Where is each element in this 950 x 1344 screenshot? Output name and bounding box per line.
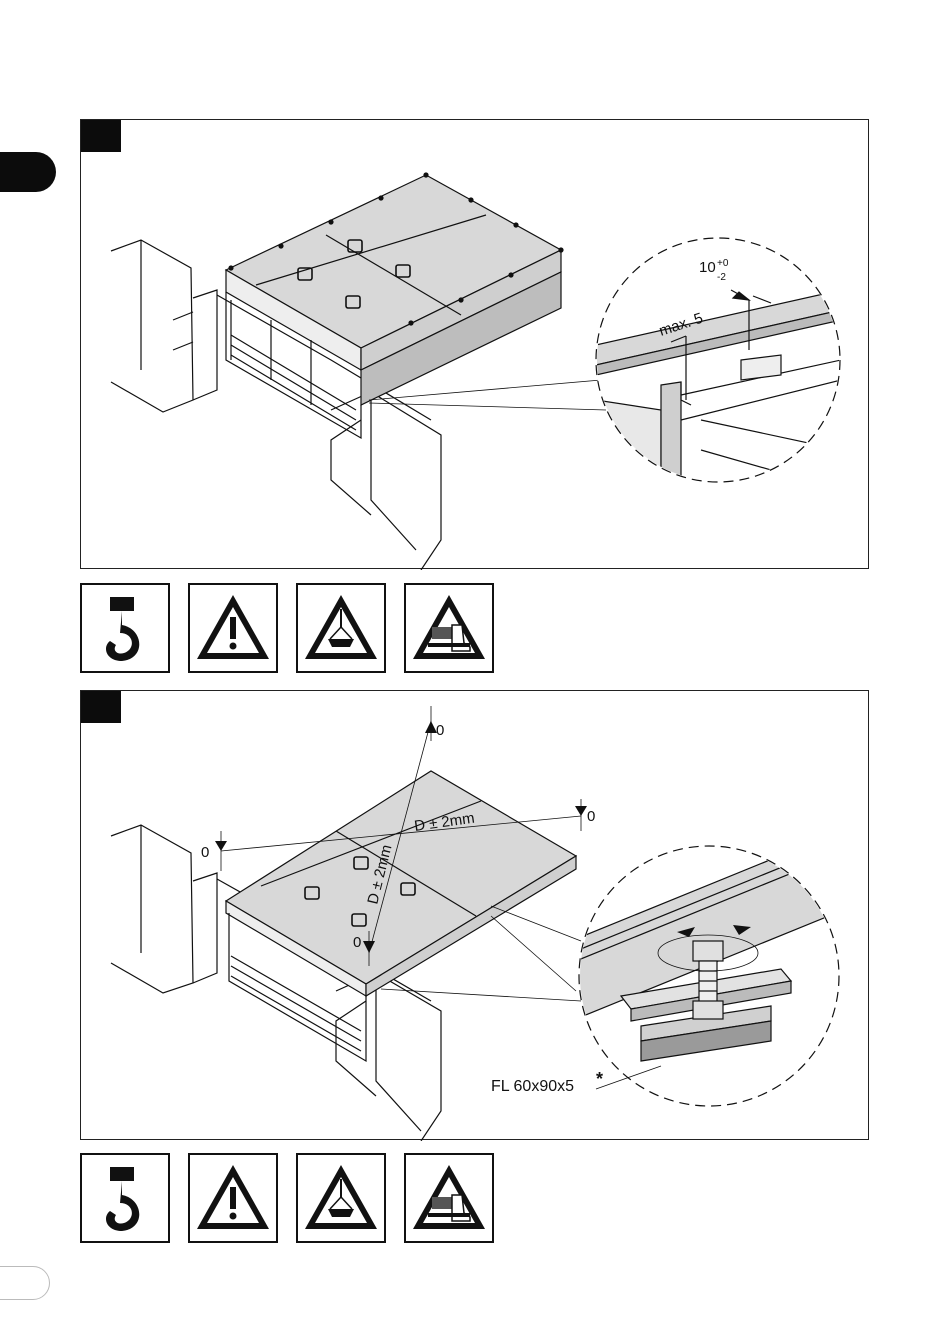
level-mark-front: 0 <box>353 934 361 951</box>
step-2-illustration: 0 0 0 0 D ± 2mm D ± 2mm <box>81 691 870 1141</box>
crane-hook-icon <box>80 1153 170 1243</box>
crush-hazard-warning-icon <box>404 583 494 673</box>
suspended-load-warning-icon <box>296 1153 386 1243</box>
level-mark-top: 0 <box>436 722 444 739</box>
step-1-panel: max. 5 10 +0 -2 <box>80 119 869 569</box>
general-warning-icon <box>188 583 278 673</box>
crane-hook-icon <box>80 583 170 673</box>
step-2-panel: 0 0 0 0 D ± 2mm D ± 2mm <box>80 690 869 1140</box>
safety-icons-row-1 <box>80 583 500 675</box>
crush-hazard-warning-icon <box>404 1153 494 1243</box>
plate-label: FL 60x90x5 <box>491 1078 574 1095</box>
language-tab <box>0 152 56 192</box>
tolerance-base: 10 <box>699 259 716 276</box>
level-mark-left: 0 <box>201 844 209 861</box>
level-mark-right: 0 <box>587 808 595 825</box>
suspended-load-warning-icon <box>296 583 386 673</box>
tolerance-plus: +0 <box>717 258 729 269</box>
page-number-oval <box>0 1266 50 1300</box>
general-warning-icon <box>188 1153 278 1243</box>
plate-note: * <box>596 1069 603 1089</box>
tolerance-minus: -2 <box>717 272 726 283</box>
safety-icons-row-2 <box>80 1153 500 1245</box>
step-1-illustration: max. 5 10 +0 -2 <box>81 120 870 570</box>
